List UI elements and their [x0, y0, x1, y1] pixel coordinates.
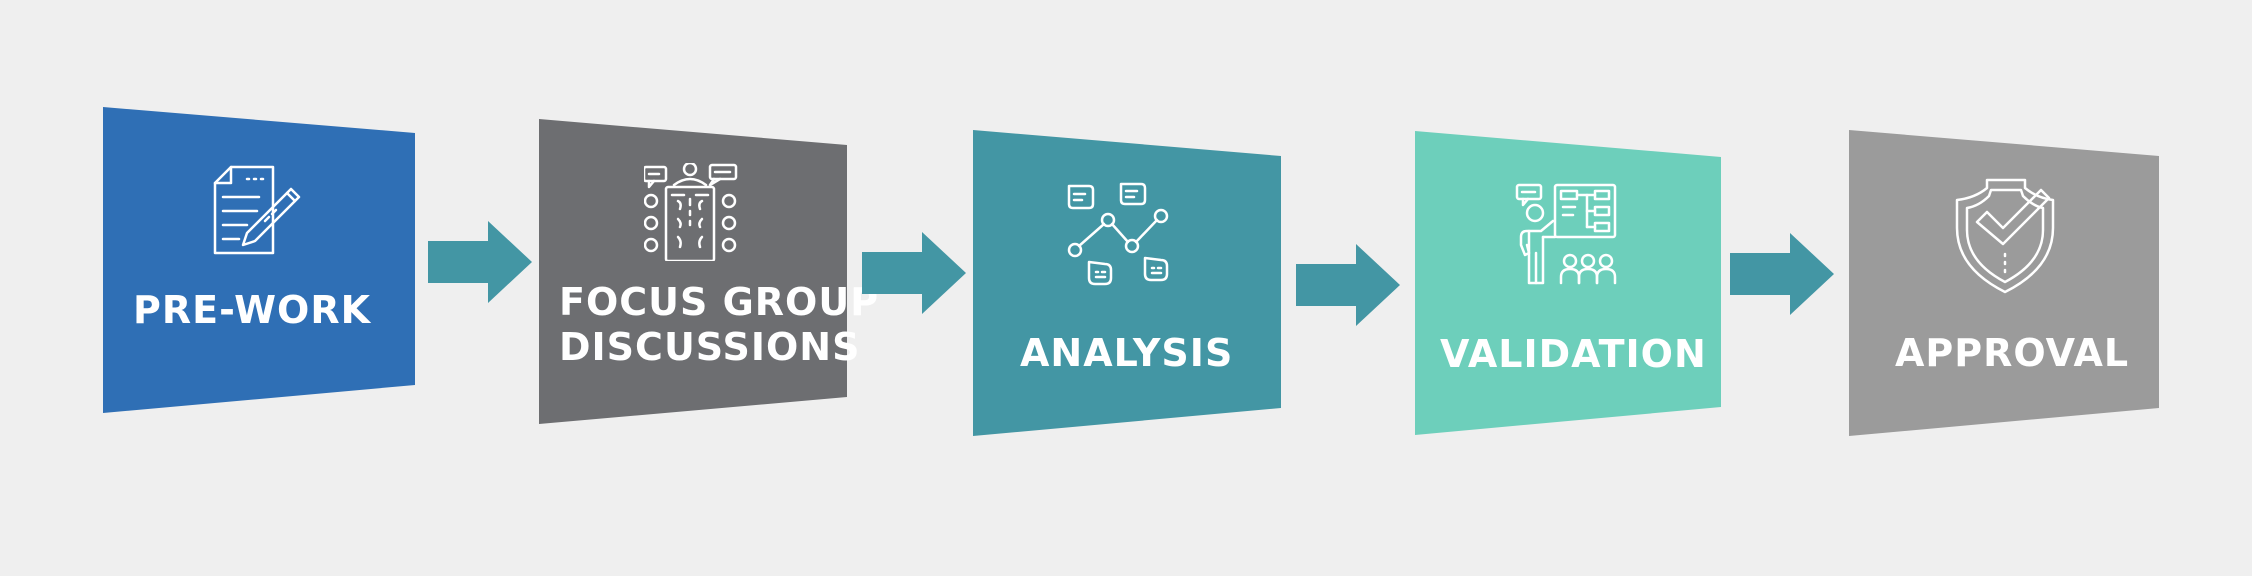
- step-focus-group-discussions: FOCUS GROUP DISCUSSIONS: [539, 119, 878, 424]
- presenter-board-icon: [1515, 183, 1617, 285]
- flow-arrow-2: [862, 232, 966, 314]
- step-analysis-label: ANALYSIS: [1020, 331, 1234, 375]
- network-analysis-icon: [1067, 182, 1169, 286]
- focus-group-table-icon: [644, 163, 738, 261]
- step-validation: VALIDATION: [1415, 131, 1721, 435]
- step-validation-shape: [1415, 131, 1721, 435]
- step-approval-label: APPROVAL: [1895, 331, 2130, 375]
- step-focus-group-label-line1: FOCUS GROUP: [559, 280, 880, 324]
- step-validation-label: VALIDATION: [1440, 332, 1707, 376]
- step-pre-work: PRE-WORK: [103, 107, 415, 413]
- flow-arrow-3: [1296, 244, 1400, 326]
- shield-check-icon: [1955, 178, 2055, 294]
- step-pre-work-label: PRE-WORK: [133, 288, 372, 332]
- step-analysis: ANALYSIS: [973, 130, 1281, 436]
- step-focus-group-label-line2: DISCUSSIONS: [559, 325, 861, 369]
- step-approval-shape: [1849, 130, 2159, 436]
- flow-arrow-4: [1730, 233, 1834, 315]
- step-approval: APPROVAL: [1849, 130, 2159, 436]
- step-analysis-shape: [973, 130, 1281, 436]
- step-focus-group-shape: [539, 119, 847, 424]
- step-pre-work-shape: [103, 107, 415, 413]
- flow-arrow-1: [428, 221, 532, 303]
- document-pen-icon: [213, 165, 301, 255]
